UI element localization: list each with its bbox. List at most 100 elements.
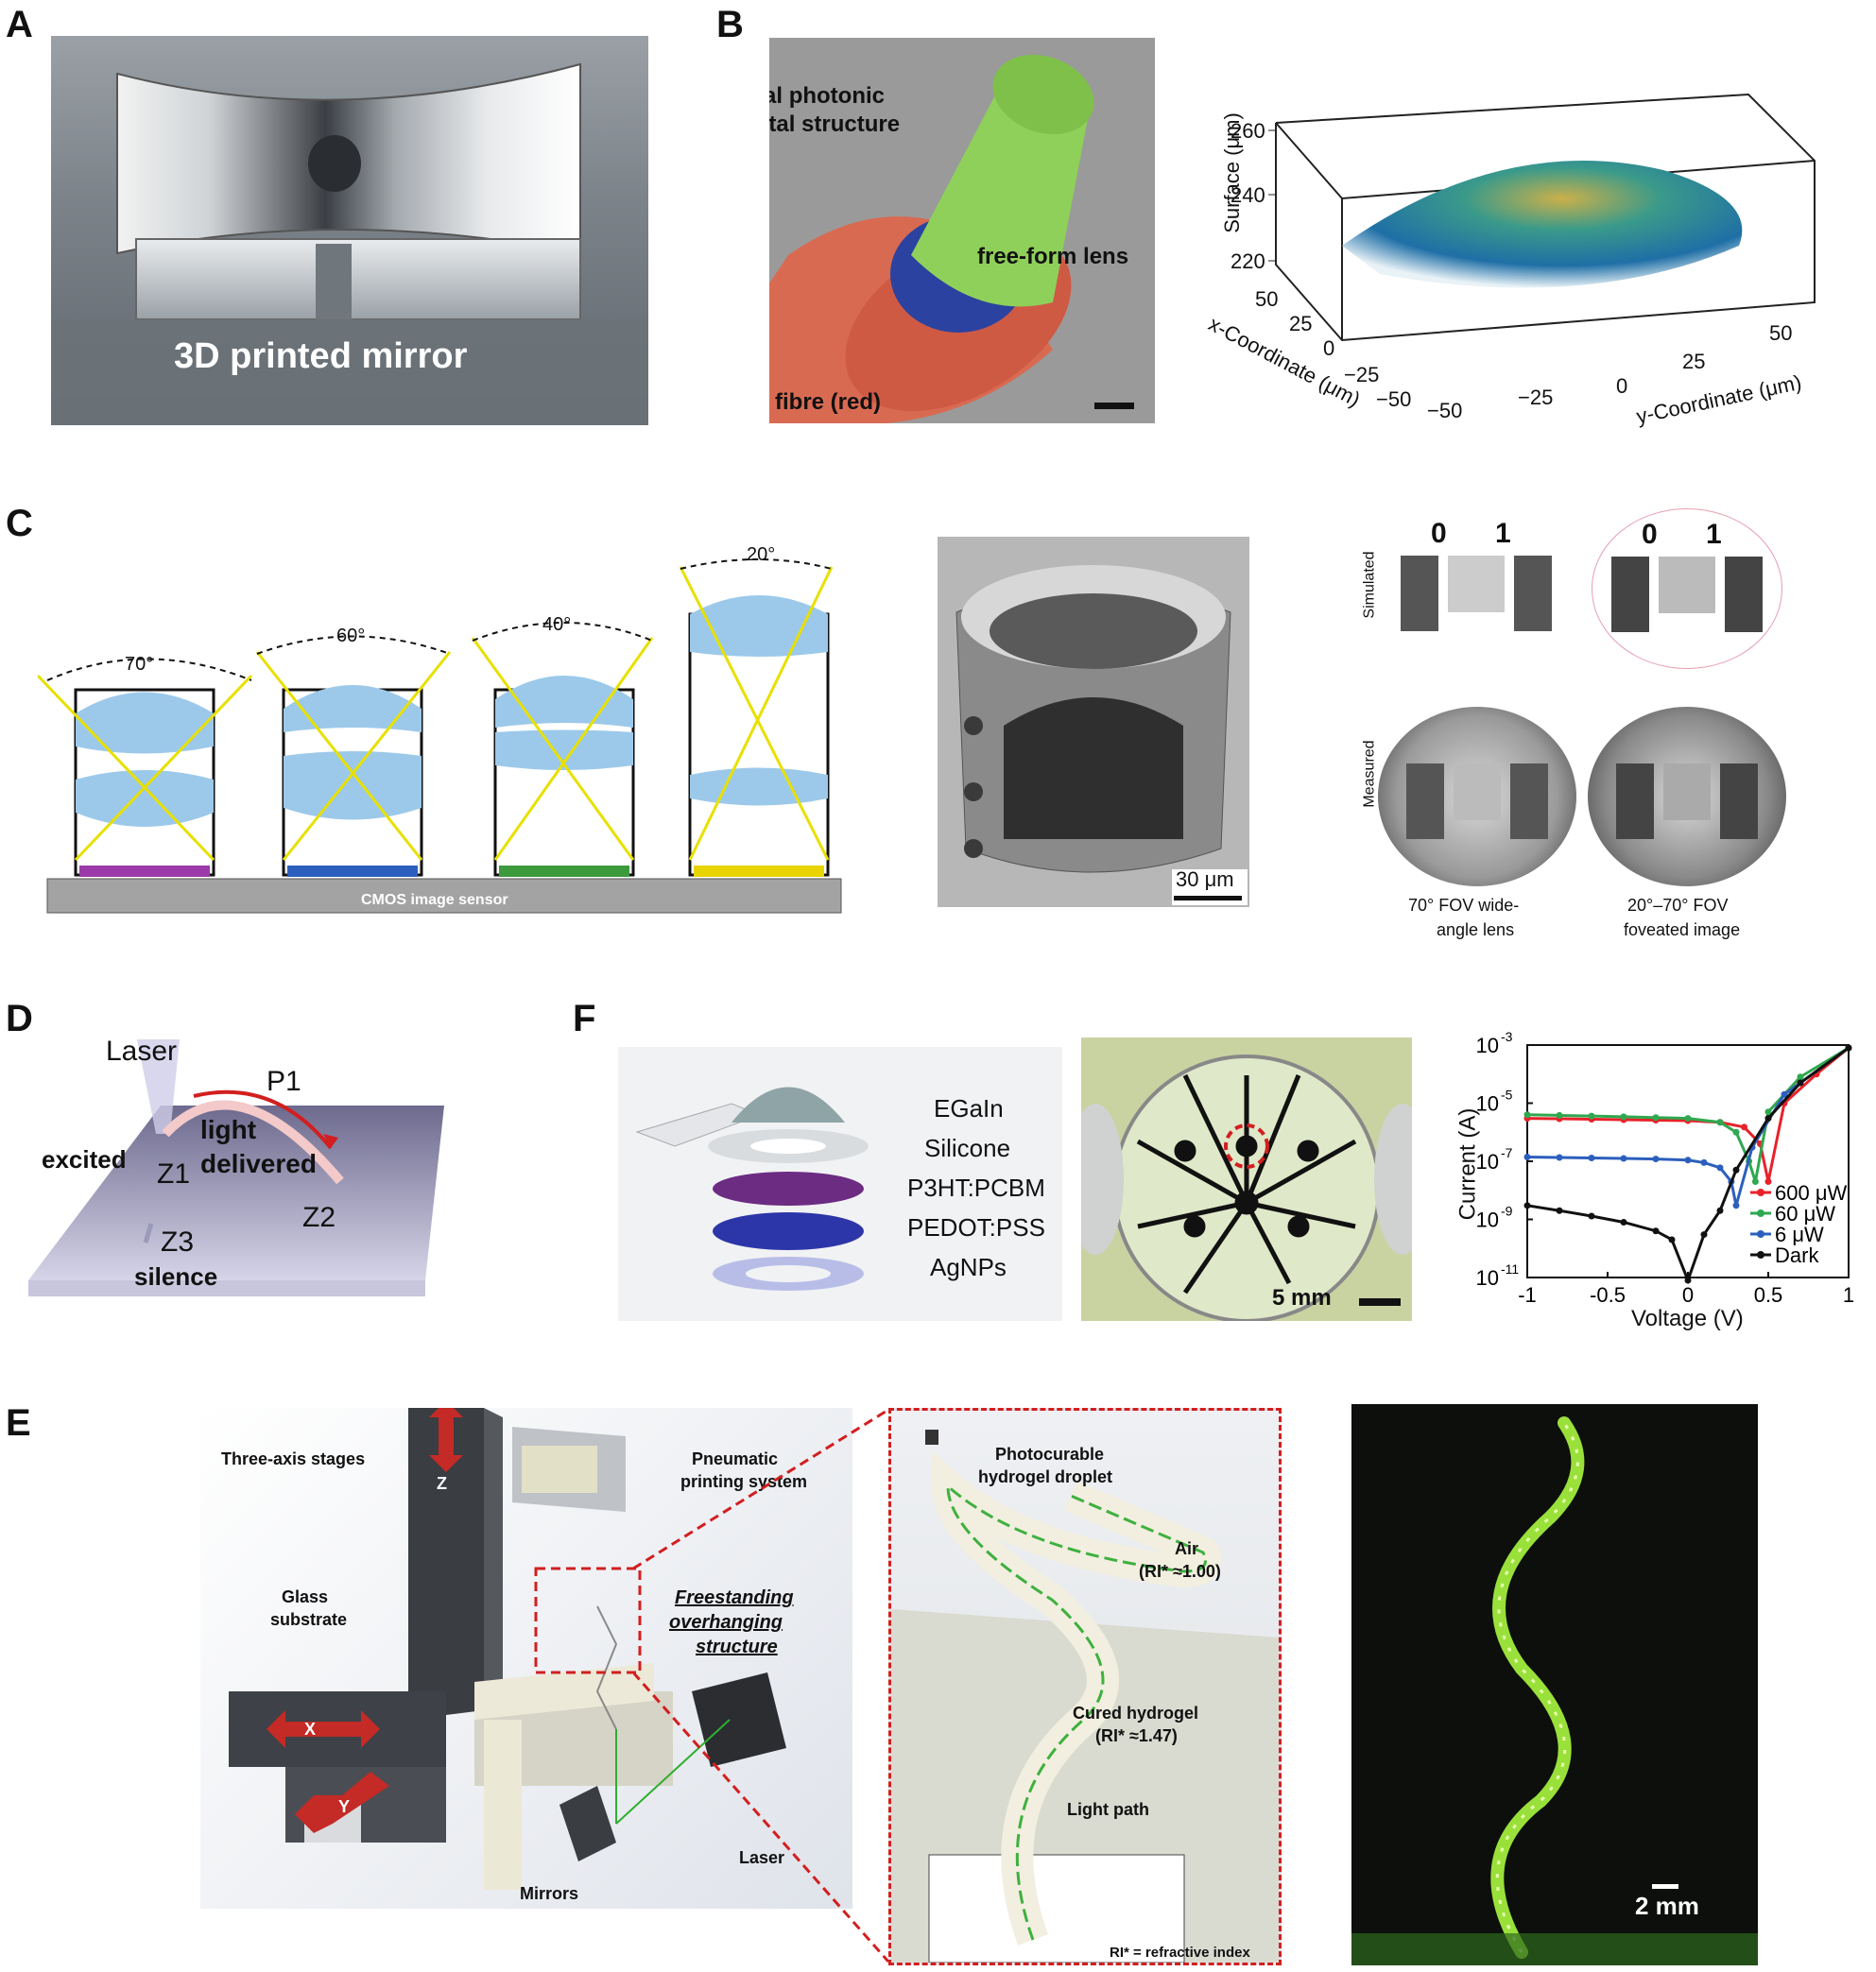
data-point [1700, 1231, 1708, 1239]
light-label-2: delivered [200, 1149, 317, 1178]
data-point [1620, 1155, 1627, 1162]
data-point [1668, 1236, 1676, 1243]
data-point [1652, 1156, 1660, 1163]
data-point [1797, 1073, 1804, 1081]
hydrogel-scale-bar [1652, 1884, 1678, 1889]
data-point [1732, 1202, 1740, 1209]
sim-foveated: 0 1 [1592, 508, 1782, 669]
legend-label: 60 μW [1775, 1202, 1835, 1226]
x-tick: 25 [1289, 312, 1313, 335]
hydrogel-scale-label: 2 mm [1635, 1892, 1699, 1920]
ri-footnote: RI* = refractive index [1110, 1945, 1250, 1961]
y-tick: 50 [1769, 321, 1793, 345]
data-point [1684, 1115, 1692, 1123]
freeform-label: free-form lens [977, 244, 1129, 269]
data-point [1556, 1207, 1563, 1214]
data-point [1732, 1166, 1740, 1174]
x-tick: 0 [1323, 336, 1335, 360]
cmos-label: CMOS image sensor [361, 892, 508, 908]
x-tick: 50 [1255, 287, 1279, 311]
panel-label-f: F [573, 998, 596, 1039]
data-point [1684, 1157, 1692, 1164]
data-point [1764, 1108, 1772, 1116]
panel-label-a: A [6, 4, 33, 45]
caption-fov-2: foveated image [1624, 920, 1741, 939]
y-tick-exponent: -5 [1501, 1088, 1513, 1103]
chart-digit: 0 [1642, 519, 1658, 550]
y-tick: −50 [1427, 399, 1463, 422]
surface-plot: Surface (μm) 260 240 220 50 25 0 −25 −50… [1191, 38, 1852, 435]
data-point [1523, 1111, 1531, 1119]
air-label-2: (RI* ≈1.00) [1139, 1562, 1221, 1581]
data-point [1797, 1079, 1804, 1087]
data-point [1523, 1154, 1531, 1161]
chiral-label-2: crystal structure [769, 111, 901, 137]
panel-label-e: E [6, 1402, 31, 1444]
data-point [1556, 1154, 1563, 1161]
light-label-1: light [200, 1115, 257, 1144]
data-point [1716, 1119, 1724, 1126]
y-tick-label: 10 [1476, 1150, 1499, 1174]
x-tick-label: 0 [1682, 1283, 1694, 1307]
x-tick-label: 1 [1843, 1283, 1854, 1307]
x-tick-label: -1 [1518, 1283, 1537, 1307]
y-tick-exponent: -11 [1501, 1261, 1519, 1277]
y-tick-exponent: -7 [1501, 1145, 1513, 1160]
freestanding-label-2: overhanging [669, 1612, 783, 1633]
legend-marker [1757, 1189, 1764, 1196]
mirror-photo: 3D printed mirror [51, 36, 648, 425]
zoom-inset: Photocurable hydrogel droplet Air (RI* ≈… [888, 1408, 1282, 1965]
z3-label: Z3 [161, 1226, 195, 1258]
chart-digit: 0 [1431, 518, 1447, 549]
legend-label: 600 μW [1775, 1181, 1847, 1205]
data-point [1588, 1112, 1595, 1120]
x-tick: −25 [1344, 363, 1380, 386]
y-tick-label: 10 [1476, 1092, 1499, 1116]
data-point [1845, 1044, 1852, 1052]
layer-egain: EGaIn [934, 1094, 1004, 1123]
legend-label: 6 μW [1775, 1223, 1824, 1246]
y-tick-label: 10 [1476, 1266, 1499, 1290]
legend-marker [1757, 1230, 1764, 1238]
data-point [1588, 1212, 1595, 1220]
photo-scale-bar [1359, 1298, 1401, 1306]
panel-label-d: D [6, 998, 33, 1039]
caption-fov-1: 20°–70° FOV [1627, 896, 1729, 915]
meas-wide-angle [1378, 707, 1576, 886]
layer-pedot: PEDOT:PSS [907, 1213, 1045, 1242]
laser-label: Laser [739, 1848, 785, 1867]
lightpath-label: Light path [1067, 1800, 1149, 1819]
fibre-lens-sem: chiral photonic crystal structure free-f… [769, 38, 1155, 423]
caption-wide-2: angle lens [1437, 920, 1515, 939]
y-tick: 25 [1682, 350, 1706, 373]
excited-label: excited [42, 1145, 127, 1174]
freestanding-label-3: structure [696, 1637, 778, 1657]
data-point [1588, 1154, 1595, 1161]
z-tick-240: 240 [1231, 183, 1265, 207]
layer-p3ht: P3HT:PCBM [907, 1174, 1045, 1202]
legend-marker [1757, 1209, 1764, 1217]
lens-diagram: 70° 60° 40° 20° CMOS image sensor [36, 544, 851, 917]
z1-label: Z1 [157, 1158, 191, 1190]
air-label-1: Air [1175, 1539, 1199, 1558]
data-point [1732, 1128, 1740, 1136]
y-tick-exponent: -9 [1501, 1204, 1513, 1219]
data-point [1620, 1218, 1627, 1226]
angle-40: 40° [542, 614, 572, 635]
glass-label-1: Glass [282, 1587, 329, 1606]
data-point [1781, 1090, 1788, 1098]
y-tick: 0 [1616, 374, 1628, 398]
silence-label: silence [134, 1262, 218, 1291]
y-tick-label: 10 [1476, 1034, 1499, 1057]
mirrors-label: Mirrors [520, 1884, 579, 1903]
y-arrow-label: Y [338, 1797, 351, 1816]
scale-bar [1094, 403, 1134, 409]
layer-agnps: AgNPs [930, 1253, 1007, 1281]
device-stack: EGaIn Silicone P3HT:PCBM PEDOT:PSS AgNPs [618, 1047, 1062, 1321]
p1-label: P1 [267, 1066, 301, 1097]
x-axis-label: Voltage (V) [1631, 1306, 1744, 1331]
panel-label-c: C [6, 503, 33, 544]
chart-digit: 1 [1495, 518, 1511, 549]
